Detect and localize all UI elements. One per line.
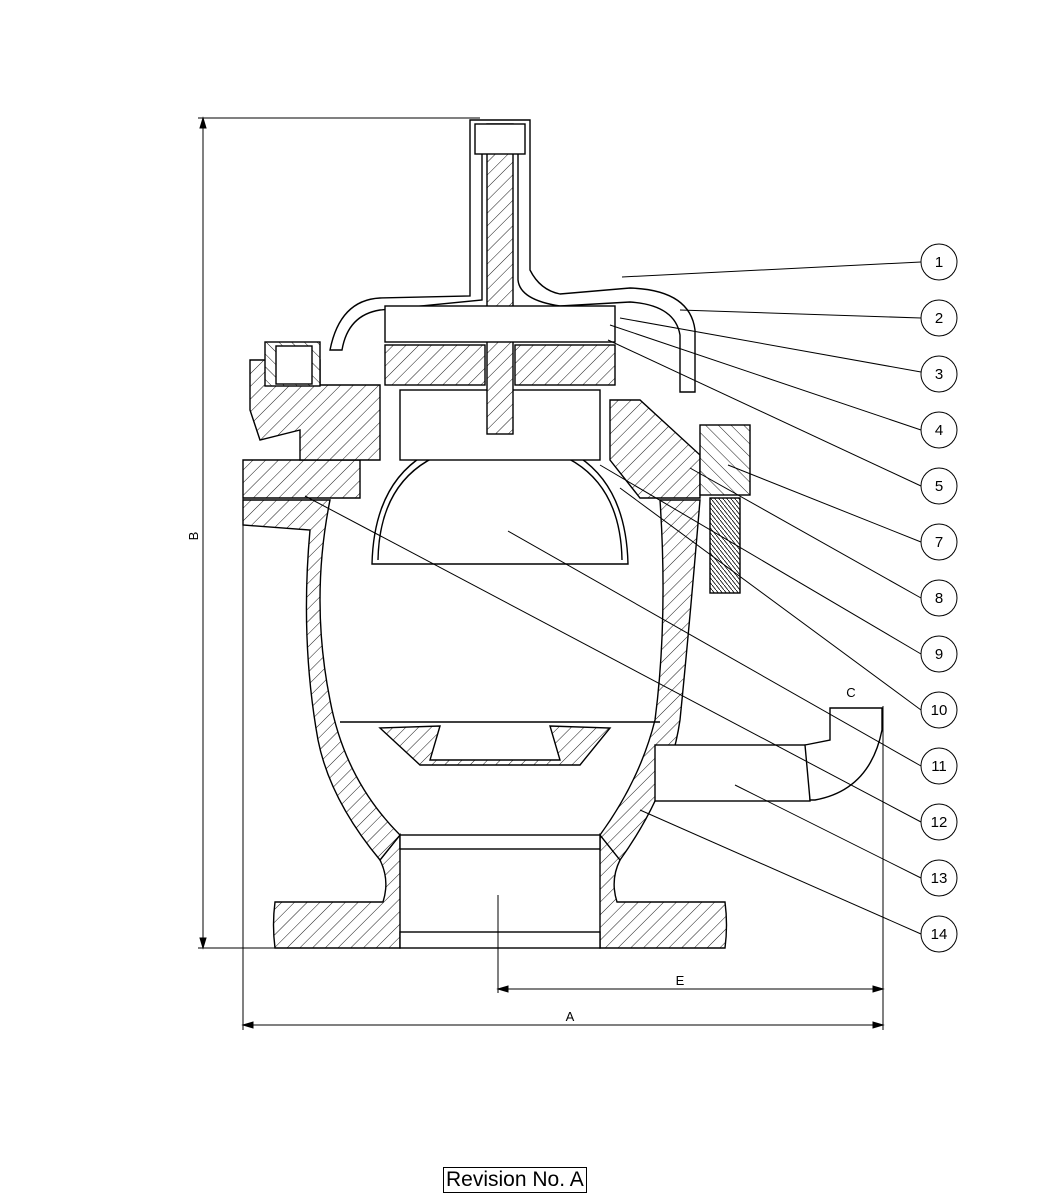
leader-lines	[304, 261, 922, 935]
dimension-label-c: C	[846, 685, 855, 700]
callout-8-label: 8	[935, 590, 943, 607]
deflector	[378, 725, 612, 766]
callout-5-circle	[920, 467, 958, 505]
body-shell-right	[599, 499, 701, 862]
seat-plate-right	[514, 344, 616, 386]
valve-body-outline	[242, 119, 883, 949]
callout-2-circle	[920, 299, 958, 337]
side-outlet-elbow	[804, 707, 883, 801]
callout-7-circle	[920, 523, 958, 561]
callout-12-label: 12	[931, 814, 948, 831]
callout-1-circle	[920, 243, 958, 281]
callout-5-label: 5	[935, 478, 943, 495]
dimension-label-e: E	[676, 973, 685, 988]
callout-10-circle	[920, 691, 958, 729]
filter-element	[384, 305, 616, 343]
right-bolt-nut	[699, 424, 751, 496]
callout-2-label: 2	[935, 310, 943, 327]
callout-10-label: 10	[931, 702, 948, 719]
callout-11-circle	[920, 747, 958, 785]
callout-9-label: 9	[935, 646, 943, 663]
callout-1-label: 1	[935, 254, 943, 271]
upper-body-left	[242, 459, 361, 499]
dimension-label-a: A	[566, 1009, 575, 1024]
side-outlet-pipe	[654, 744, 811, 802]
callout-7-label: 7	[935, 534, 943, 551]
revision-label: Revision No. A	[443, 1167, 587, 1193]
stem	[486, 123, 514, 435]
callout-9-circle	[920, 635, 958, 673]
dimension-label-b: B	[186, 532, 201, 541]
callout-4-label: 4	[935, 422, 943, 439]
callout-13-label: 13	[931, 870, 948, 887]
upper-body-right	[609, 399, 701, 499]
callout-8-circle	[920, 579, 958, 617]
bottom-flange-right	[599, 833, 728, 949]
seat-plate-left	[384, 344, 486, 386]
callout-4-circle	[920, 411, 958, 449]
callout-12-circle	[920, 803, 958, 841]
callout-3-circle	[920, 355, 958, 393]
body-shell-left	[242, 499, 401, 862]
callout-3-label: 3	[935, 366, 943, 383]
callout-14-label: 14	[931, 926, 948, 943]
callouts	[920, 243, 958, 953]
dimension-lines	[198, 116, 885, 1030]
callout-14-circle	[920, 915, 958, 953]
callout-13-circle	[920, 859, 958, 897]
callout-11-label: 11	[931, 758, 947, 775]
